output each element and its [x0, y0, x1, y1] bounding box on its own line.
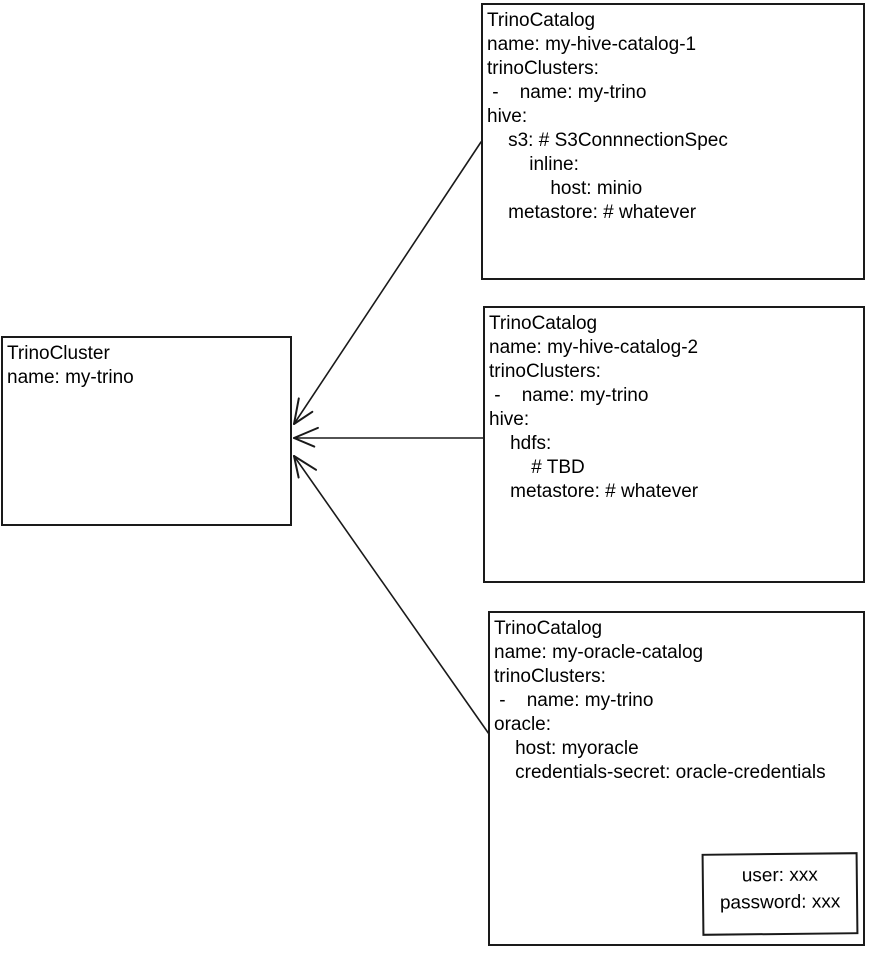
- text-line: user: xxx: [741, 864, 818, 887]
- text-line: hive:: [487, 106, 528, 127]
- text-line: trinoClusters:: [487, 58, 599, 79]
- text-line: name: my-oracle-catalog: [494, 642, 704, 663]
- text-line: host: myoracle: [494, 738, 639, 759]
- text-line: inline:: [487, 154, 579, 175]
- edge-to-hive-catalog-2: [293, 426, 484, 448]
- text-line: trinoClusters:: [489, 361, 601, 382]
- text-line: s3: # S3ConnnectionSpec: [487, 130, 728, 151]
- trino-catalog-node-hive-1[interactable]: TrinoCatalog name: my-hive-catalog-1 trino…: [481, 3, 865, 280]
- text-line: # TBD: [489, 457, 585, 478]
- arrowhead-barb: [293, 426, 319, 439]
- edge-shaft: [293, 141, 482, 425]
- edge-to-oracle-catalog: [293, 455, 490, 735]
- edge-to-hive-catalog-1: [293, 141, 482, 425]
- text-line: metastore: # whatever: [487, 202, 697, 223]
- text-line: password: xxx: [719, 891, 841, 914]
- oracle-credentials-secret-box[interactable]: user: xxx password: xxx: [701, 852, 859, 936]
- text-line: name: my-hive-catalog-2: [489, 337, 699, 358]
- text-line: metastore: # whatever: [489, 481, 699, 502]
- text-line: host: minio: [487, 178, 643, 199]
- arrowhead-barb: [293, 397, 300, 425]
- arrowhead-barb: [293, 437, 316, 448]
- oracle-credentials-secret-text: user: xxx password: xxx: [704, 861, 857, 917]
- text-line: - name: my-trino: [494, 690, 654, 711]
- text-line: credentials-secret: oracle-credentials: [494, 762, 826, 783]
- trino-catalog-text-hive-2: TrinoCatalog name: my-hive-catalog-2 trino…: [489, 312, 861, 504]
- text-line: TrinoCatalog: [489, 313, 598, 334]
- trino-catalog-text-oracle: TrinoCatalog name: my-oracle-catalog trino…: [494, 617, 861, 785]
- text-line: oracle:: [494, 714, 552, 735]
- text-line: hdfs:: [489, 433, 552, 454]
- text-line: - name: my-trino: [489, 385, 649, 406]
- text-line: TrinoCluster: [7, 343, 110, 364]
- text-line: trinoClusters:: [494, 666, 606, 687]
- text-line: name: my-hive-catalog-1: [487, 34, 697, 55]
- arrowhead-barb: [293, 455, 318, 471]
- trino-cluster-node[interactable]: TrinoCluster name: my-trino: [1, 336, 292, 526]
- text-line: TrinoCatalog: [494, 618, 603, 639]
- trino-catalog-node-hive-2[interactable]: TrinoCatalog name: my-hive-catalog-2 trino…: [483, 306, 865, 583]
- trino-cluster-text: TrinoCluster name: my-trino: [7, 342, 288, 390]
- trino-catalog-node-oracle[interactable]: TrinoCatalog name: my-oracle-catalog trino…: [488, 611, 865, 946]
- text-line: TrinoCatalog: [487, 10, 596, 31]
- trino-catalog-text-hive-1: TrinoCatalog name: my-hive-catalog-1 trino…: [487, 9, 861, 225]
- text-line: hive:: [489, 409, 530, 430]
- text-line: - name: my-trino: [487, 82, 647, 103]
- arrowhead-barb: [293, 410, 314, 425]
- edge-shaft: [293, 455, 490, 735]
- text-line: name: my-trino: [7, 367, 134, 388]
- arrowhead-barb: [293, 455, 300, 479]
